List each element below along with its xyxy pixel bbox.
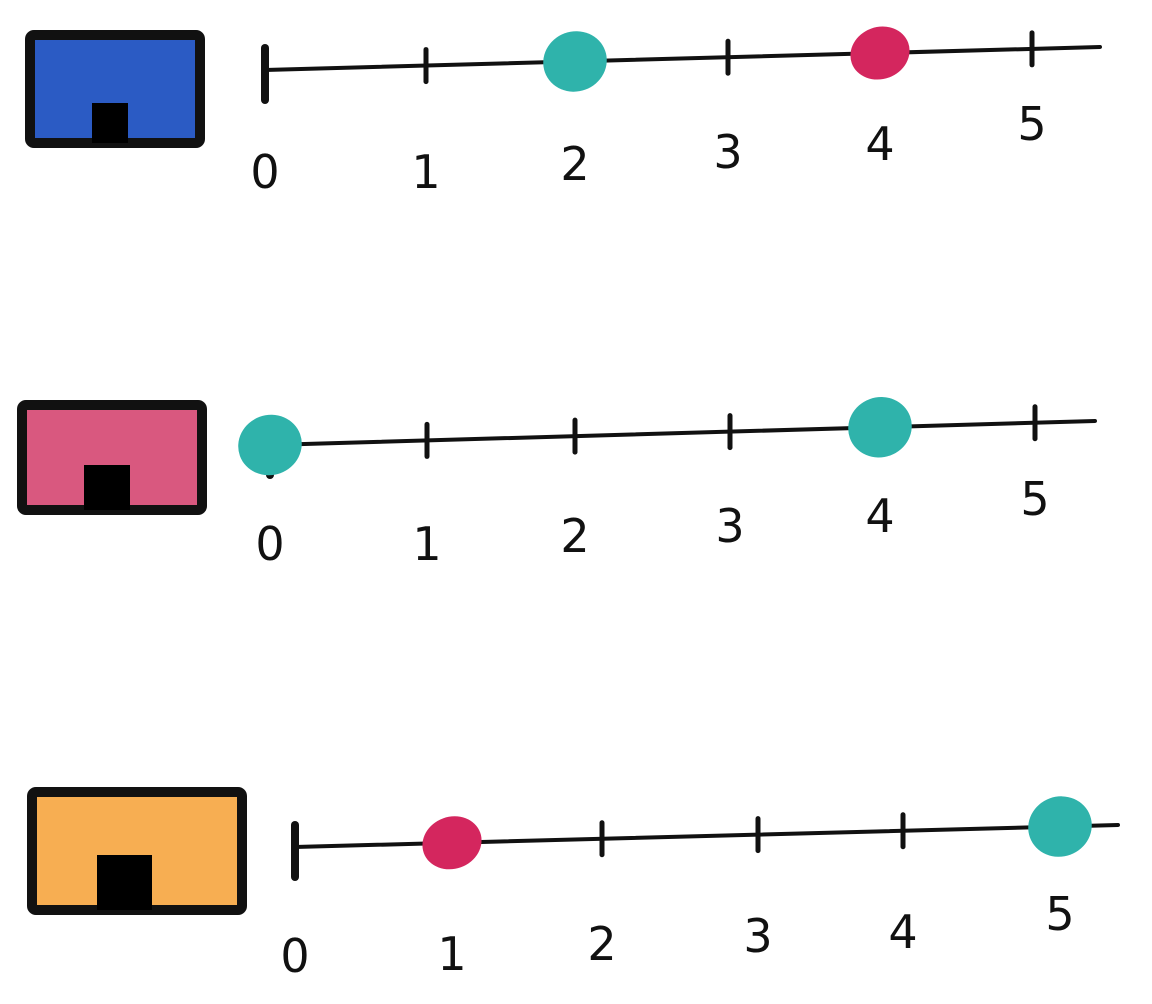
tick-label: 4	[865, 117, 894, 171]
axis-line	[293, 823, 1120, 849]
tick-label: 0	[280, 929, 309, 983]
tick-label: 2	[560, 137, 589, 191]
house-icon-orange	[27, 787, 247, 915]
house-door	[97, 855, 152, 910]
house-icon-pink	[17, 400, 207, 515]
number-line-row: 0 1 2 3 4 5	[17, 397, 1097, 571]
number-line-row: 0 1 2 3 4 5	[25, 26, 1102, 199]
tick-label: 0	[255, 517, 284, 571]
tick-label: 3	[715, 499, 744, 553]
tick-label: 4	[865, 489, 894, 543]
teal-dot	[1028, 796, 1092, 857]
number-line-row: 0 1 2 3 4 5	[27, 787, 1120, 983]
tick-label: 4	[888, 905, 917, 959]
teal-dot	[543, 31, 607, 92]
tick-label: 3	[743, 909, 772, 963]
house-door	[84, 465, 130, 510]
tick-label: 1	[412, 517, 441, 571]
tick-label: 5	[1045, 887, 1074, 941]
axis-line	[268, 419, 1097, 447]
tick-label: 0	[250, 145, 279, 199]
tick-label: 5	[1020, 472, 1049, 526]
tick-label: 1	[411, 145, 440, 199]
tick-label: 2	[587, 917, 616, 971]
tick-label: 5	[1017, 97, 1046, 151]
house-door	[92, 103, 128, 143]
tick-label: 2	[560, 509, 589, 563]
pink-dot	[422, 816, 482, 870]
pink-dot	[850, 26, 910, 80]
tick-label: 1	[437, 927, 466, 981]
teal-dot	[238, 414, 302, 476]
house-icon-blue	[25, 30, 205, 148]
tick-label: 3	[713, 125, 742, 179]
teal-dot	[848, 397, 912, 458]
axis-line	[263, 45, 1102, 72]
